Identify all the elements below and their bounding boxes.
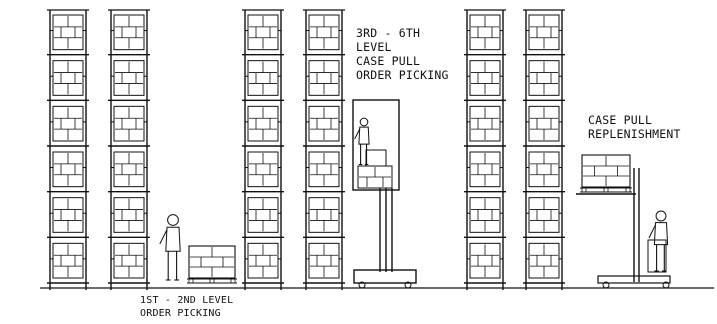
rack-load-icon: [248, 61, 278, 96]
rack-load-icon: [309, 198, 339, 233]
replenishment-line-1: CASE PULL: [588, 113, 681, 127]
rack-load-icon: [529, 243, 559, 278]
rack-load-icon: [53, 243, 83, 278]
replenishment-stacker: [576, 155, 670, 288]
rack-load-icon: [529, 152, 559, 187]
rack-stack-icon: [242, 10, 284, 290]
rack-load-icon: [309, 15, 339, 50]
rack-load-icon: [114, 15, 144, 50]
upper-picking-line-3: CASE PULL: [356, 54, 449, 68]
rack-load-icon: [248, 243, 278, 278]
replenishment-label: CASE PULL REPLENISHMENT: [588, 113, 681, 141]
rack-load-icon: [114, 152, 144, 187]
rack-stack-icon: [303, 10, 345, 290]
rack-load-icon: [114, 61, 144, 96]
floor-picker-person-icon: [160, 215, 180, 280]
order-picker-lift: [353, 100, 416, 288]
rack-stack-icon: [47, 10, 89, 290]
rack-load-icon: [470, 152, 500, 187]
stacker-operator-person-icon: [649, 211, 668, 271]
rack-load-icon: [248, 15, 278, 50]
floor-pallet-load-icon: [187, 246, 237, 283]
floor-pallet-load: [187, 246, 237, 283]
rack-load-icon: [529, 198, 559, 233]
workers: [160, 215, 180, 280]
lower-picking-line-1: 1ST - 2ND LEVEL: [140, 294, 233, 307]
rack-stack-icon: [523, 10, 565, 290]
rack-load-icon: [470, 106, 500, 141]
rack-load-icon: [309, 152, 339, 187]
rack-load-icon: [470, 15, 500, 50]
rack-load-icon: [114, 198, 144, 233]
rack-stack-icon: [464, 10, 506, 290]
rack-load-icon: [470, 198, 500, 233]
lower-picking-line-2: ORDER PICKING: [140, 307, 233, 320]
rack-load-icon: [53, 198, 83, 233]
rack-load-icon: [529, 15, 559, 50]
rack-stacks: [47, 10, 565, 290]
upper-picking-line-4: ORDER PICKING: [356, 68, 449, 82]
rack-load-icon: [53, 61, 83, 96]
rack-load-icon: [309, 61, 339, 96]
rack-load-icon: [470, 243, 500, 278]
rack-load-icon: [114, 106, 144, 141]
rack-load-icon: [248, 152, 278, 187]
rack-load-icon: [53, 15, 83, 50]
rack-load-icon: [309, 106, 339, 141]
stacker-pallet-load-icon: [580, 155, 632, 192]
upper-picking-label: 3RD - 6TH LEVEL CASE PULL ORDER PICKING: [356, 26, 449, 82]
rack-stack-icon: [108, 10, 150, 290]
rack-load-icon: [529, 106, 559, 141]
rack-load-icon: [53, 106, 83, 141]
rack-load-icon: [470, 61, 500, 96]
rack-load-icon: [53, 152, 83, 187]
rack-load-icon: [114, 243, 144, 278]
rack-load-icon: [248, 106, 278, 141]
lower-picking-label: 1ST - 2ND LEVEL ORDER PICKING: [140, 294, 233, 320]
lift-operator-person-icon: [355, 118, 369, 164]
replenishment-line-2: REPLENISHMENT: [588, 127, 681, 141]
upper-picking-line-1: 3RD - 6TH: [356, 26, 449, 40]
rack-load-icon: [309, 243, 339, 278]
rack-load-icon: [248, 198, 278, 233]
upper-picking-line-2: LEVEL: [356, 40, 449, 54]
rack-load-icon: [529, 61, 559, 96]
